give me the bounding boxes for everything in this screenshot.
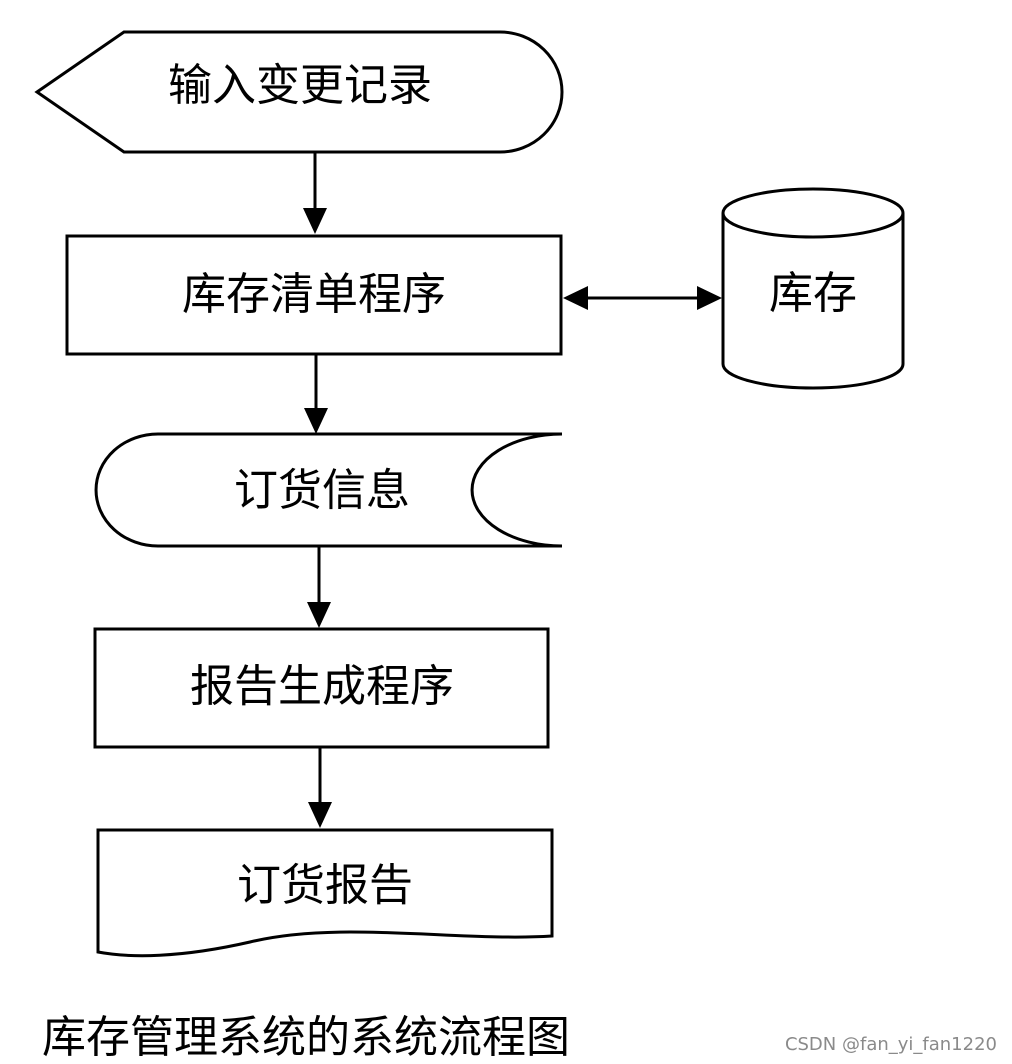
input-display-label: 输入变更记录 [168, 60, 432, 111]
report-program-node: 报告生成程序 [93, 627, 550, 749]
arrow-report-program-to-order-report [308, 747, 332, 828]
arrow-head [304, 408, 328, 434]
order-info-label: 订货信息 [234, 465, 410, 516]
document-shape [96, 828, 554, 958]
arrow-head [308, 802, 332, 828]
inventory-program-box [65, 234, 563, 356]
arrow-head-right [697, 286, 722, 310]
arrow-program-to-order-info [304, 354, 328, 434]
input-display-shape [34, 30, 564, 154]
inventory-database-node: 库存 [721, 187, 905, 390]
input-display-node: 输入变更记录 [34, 30, 564, 154]
order-report-label: 订货报告 [237, 860, 413, 911]
database-cylinder-body [721, 187, 905, 390]
arrow-program-store-bidirectional [563, 286, 722, 310]
arrow-order-info-to-report-program [307, 546, 331, 628]
inventory-program-label: 库存清单程序 [182, 269, 446, 320]
inventory-program-node: 库存清单程序 [65, 234, 563, 356]
report-program-box [93, 627, 550, 749]
order-report-document-node: 订货报告 [96, 828, 554, 958]
arrow-head [303, 208, 327, 234]
diagram-caption: 库存管理系统的系统流程图 [42, 1012, 570, 1063]
inventory-database-label: 库存 [769, 268, 857, 319]
arrow-input-to-inventory-program [303, 152, 327, 234]
report-program-label: 报告生成程序 [190, 661, 454, 712]
arrow-head-left [563, 286, 588, 310]
watermark-text: CSDN @fan_yi_fan1220 [785, 1034, 997, 1055]
arrow-head [307, 602, 331, 628]
order-info-stored-data-node: 订货信息 [94, 432, 563, 548]
